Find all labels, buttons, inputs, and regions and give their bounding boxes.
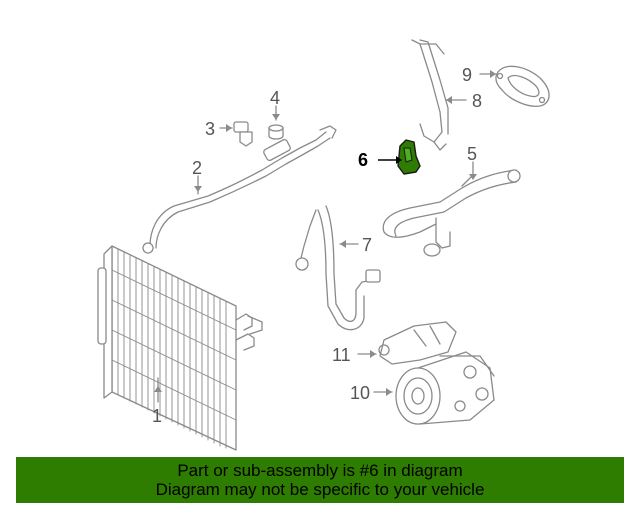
bracket-tube-part-8[interactable] xyxy=(411,39,467,151)
banner-line-part: Part or sub-assembly is #6 in diagram xyxy=(177,461,463,480)
pressure-switch-part-3[interactable] xyxy=(219,121,253,147)
condenser-part-1[interactable] xyxy=(97,245,263,451)
callout-7: 7 xyxy=(362,235,372,255)
gasket-part-9[interactable] xyxy=(479,65,550,107)
discharge-hose-part-7[interactable] xyxy=(295,205,381,331)
banner-line-disclaimer: Diagram may not be specific to your vehi… xyxy=(155,480,485,499)
callout-5: 5 xyxy=(467,144,477,164)
callout-6: 6 xyxy=(358,150,368,170)
ac-line-part-2[interactable] xyxy=(142,125,337,254)
callout-1: 1 xyxy=(152,406,162,426)
callout-11: 11 xyxy=(332,345,351,365)
suction-hose-part-5[interactable] xyxy=(382,161,521,257)
mount-bracket-part-11[interactable] xyxy=(357,321,457,365)
callout-9: 9 xyxy=(462,65,472,85)
callout-4: 4 xyxy=(270,88,280,108)
valve-cap-part-4[interactable] xyxy=(268,105,284,140)
highlighted-part-6[interactable] xyxy=(378,139,421,175)
callout-2: 2 xyxy=(192,158,202,178)
callout-10: 10 xyxy=(350,383,370,403)
info-banner: Part or sub-assembly is #6 in diagram Di… xyxy=(16,457,624,503)
callout-8: 8 xyxy=(472,91,482,111)
compressor-part-10[interactable] xyxy=(373,351,495,425)
parts-diagram: 1 2 3 4 5 6 7 8 9 10 11 xyxy=(97,39,550,451)
callout-3: 3 xyxy=(205,119,215,139)
